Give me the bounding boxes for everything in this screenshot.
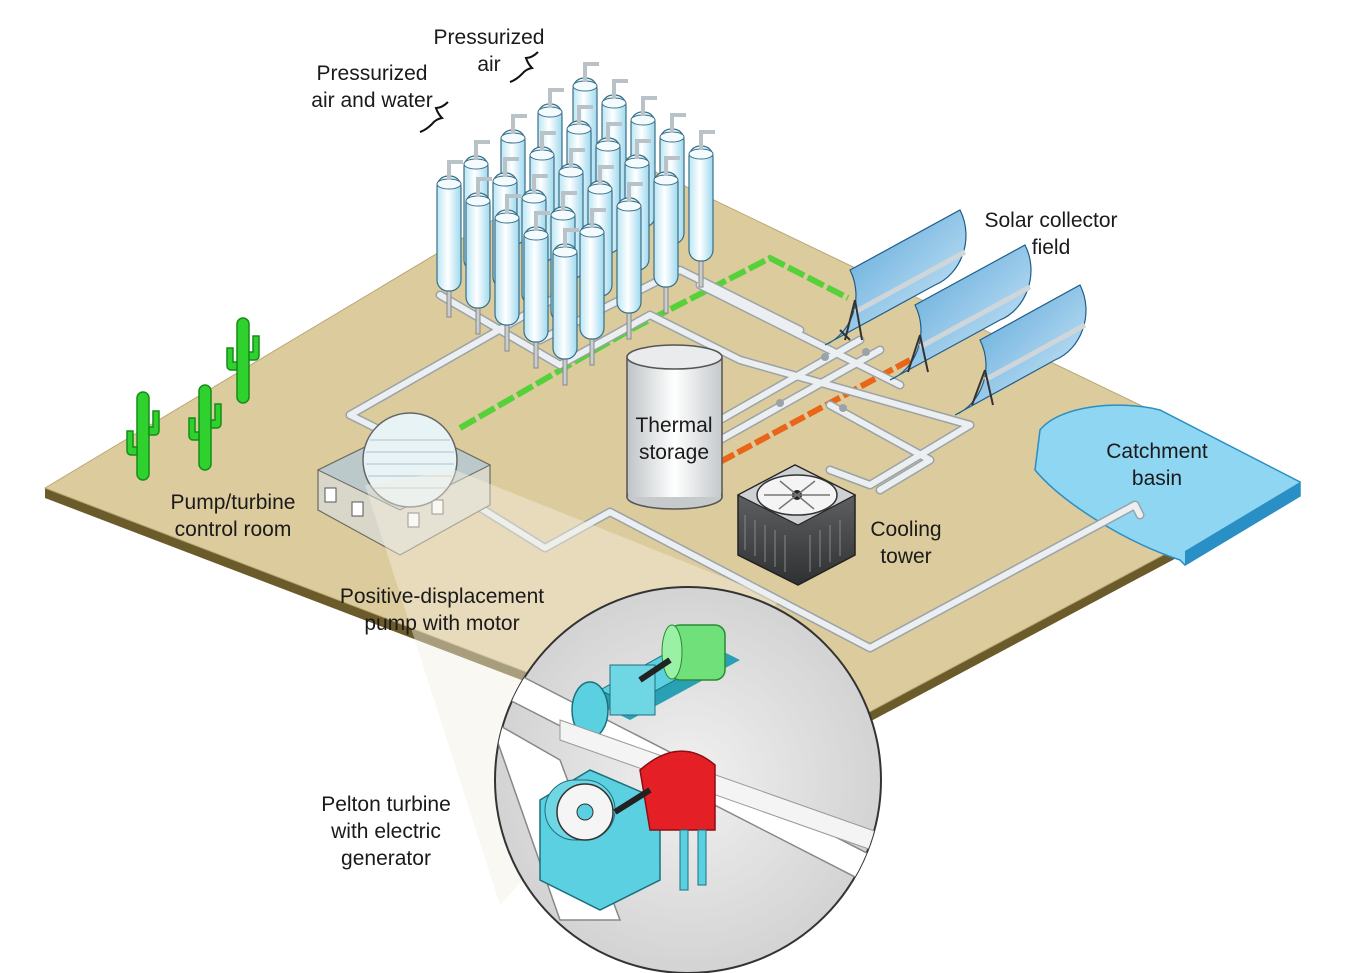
pressure-tank xyxy=(579,208,606,366)
brace-air xyxy=(509,51,539,83)
label-solar-line1: Solar collector xyxy=(984,209,1117,232)
label-catchment-line1: Catchment xyxy=(1106,440,1208,463)
cacti xyxy=(126,317,260,481)
motor xyxy=(661,624,726,681)
label-air-water-line2: air and water xyxy=(311,89,432,112)
control-room-building xyxy=(316,412,492,556)
label-control-line2: control room xyxy=(175,518,292,541)
solar-collector xyxy=(824,209,967,346)
pd-pump-assembly xyxy=(571,624,740,739)
solar-collector xyxy=(954,284,1087,416)
equipment-inset xyxy=(494,586,882,973)
pipe-network xyxy=(345,265,1145,653)
pressure-tank xyxy=(465,177,492,335)
solar-collector-field xyxy=(824,209,1087,416)
labels: Pressurized air Pressurized air and wate… xyxy=(171,26,1208,870)
pressure-tank xyxy=(494,194,521,352)
solar-collector xyxy=(889,244,1032,381)
thermal-storage-tank xyxy=(626,344,723,510)
label-pd-pump-line1: Positive-displacement xyxy=(340,585,544,608)
catchment-basin xyxy=(1034,404,1301,566)
cactus xyxy=(226,317,260,404)
label-solar-line2: field xyxy=(1032,236,1071,259)
label-pd-pump-line2: pump with motor xyxy=(364,612,519,635)
pressure-tank xyxy=(552,228,579,386)
label-cooling-line2: tower xyxy=(880,545,931,568)
label-control-line1: Pump/turbine xyxy=(171,491,296,514)
label-pelton-line2: with electric xyxy=(330,820,441,843)
label-thermal-line1: Thermal xyxy=(635,414,712,437)
pressure-tank xyxy=(653,156,680,314)
cooling-tower xyxy=(736,464,857,586)
label-pressurized-air-line1: Pressurized xyxy=(434,26,545,49)
zoom-callout-source xyxy=(362,412,458,508)
hot-fluid-line xyxy=(718,357,912,465)
label-thermal-line2: storage xyxy=(639,441,709,464)
pelton-turbine-assembly xyxy=(539,750,716,911)
pressurized-tank-array xyxy=(436,62,715,386)
label-cooling-line1: Cooling xyxy=(870,518,941,541)
pressure-tank xyxy=(688,130,715,288)
generator xyxy=(639,750,716,891)
label-catchment-line2: basin xyxy=(1132,467,1182,490)
label-air-water-line1: Pressurized xyxy=(317,62,428,85)
brace-air-water xyxy=(419,101,449,133)
pressure-tank xyxy=(616,182,643,340)
cactus xyxy=(126,391,160,481)
pressure-tank xyxy=(436,160,463,318)
pressure-tank xyxy=(523,211,550,369)
cactus xyxy=(188,384,222,471)
heat-transfer-line xyxy=(458,254,850,431)
label-pelton-line1: Pelton turbine xyxy=(321,793,451,816)
label-pelton-line3: generator xyxy=(341,847,431,870)
label-pressurized-air-line2: air xyxy=(477,53,500,76)
